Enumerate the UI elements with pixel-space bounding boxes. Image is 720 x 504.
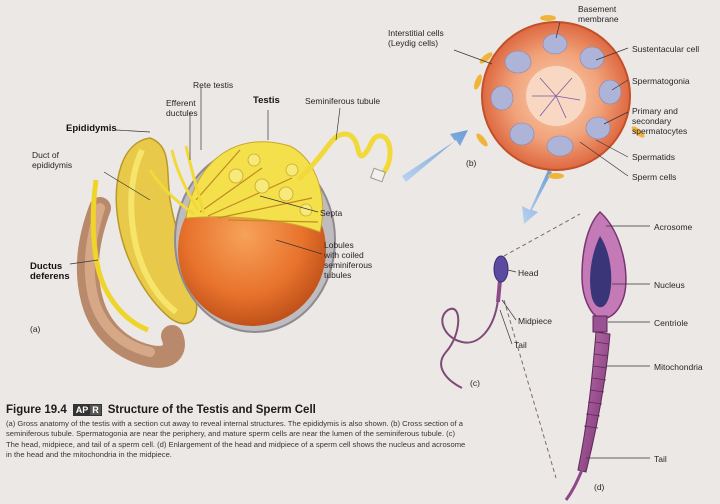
- apr-badge-ap: AP: [73, 405, 91, 415]
- label-sperm-cells: Sperm cells: [632, 172, 677, 182]
- label-nucleus: Nucleus: [654, 280, 685, 290]
- label-septa: Septa: [320, 208, 343, 218]
- apr-badge-r: R: [90, 405, 101, 415]
- label-sustentacular-cell: Sustentacular cell: [632, 44, 700, 54]
- label-duct-of-epididymis: Duct of epididymis: [32, 150, 73, 170]
- tubule-cross-section: [474, 15, 645, 179]
- panel-label-b: (b): [466, 158, 477, 168]
- label-epididymis: Epididymis: [66, 123, 117, 134]
- caption-text: (a) Gross anatomy of the testis with a s…: [6, 419, 466, 460]
- label-testis: Testis: [253, 95, 280, 106]
- figure-caption: Figure 19.4 AP R Structure of the Testis…: [6, 404, 706, 461]
- label-head: Head: [518, 268, 539, 278]
- label-rete-testis: Rete testis: [193, 80, 234, 90]
- label-interstitial-cells: Interstitial cells (Leydig cells): [388, 28, 444, 48]
- label-lobules: Lobules with coiled seminiferous tubules: [324, 240, 373, 280]
- label-spermatids: Spermatids: [632, 152, 675, 162]
- leader-lines: [69, 21, 650, 459]
- sperm-cell-enlarged: [564, 210, 627, 501]
- label-tail-d: Tail: [654, 454, 667, 464]
- label-mitochondria: Mitochondria: [654, 362, 703, 372]
- label-midpiece: Midpiece: [518, 316, 553, 326]
- figure-title: Structure of the Testis and Sperm Cell: [107, 404, 316, 416]
- label-spermatogonia: Spermatogonia: [632, 76, 690, 86]
- label-seminiferous-tubule: Seminiferous tubule: [305, 96, 381, 106]
- label-efferent-ductules: Efferent ductules: [166, 98, 198, 118]
- apr-badge: AP R: [72, 404, 102, 416]
- panel-label-c: (c): [470, 378, 480, 388]
- label-acrosome: Acrosome: [654, 222, 693, 232]
- figure-number: Figure 19.4: [6, 404, 67, 416]
- arrow-a-to-b: [402, 130, 468, 182]
- panel-label-a: (a): [30, 324, 41, 334]
- sperm-cell-small: [440, 255, 509, 389]
- testis-gross-anatomy: [76, 131, 393, 368]
- label-basement-membrane: Basement membrane: [578, 4, 619, 24]
- panel-label-d: (d): [594, 482, 605, 492]
- caption-title-row: Figure 19.4 AP R Structure of the Testis…: [6, 404, 706, 416]
- arrow-b-to-c: [522, 170, 552, 224]
- label-centriole: Centriole: [654, 318, 689, 328]
- label-ductus-deferens: Ductus deferens: [30, 261, 70, 282]
- label-tail-c: Tail: [514, 340, 527, 350]
- label-spermatocytes: Primary and secondary spermatocytes: [632, 106, 688, 136]
